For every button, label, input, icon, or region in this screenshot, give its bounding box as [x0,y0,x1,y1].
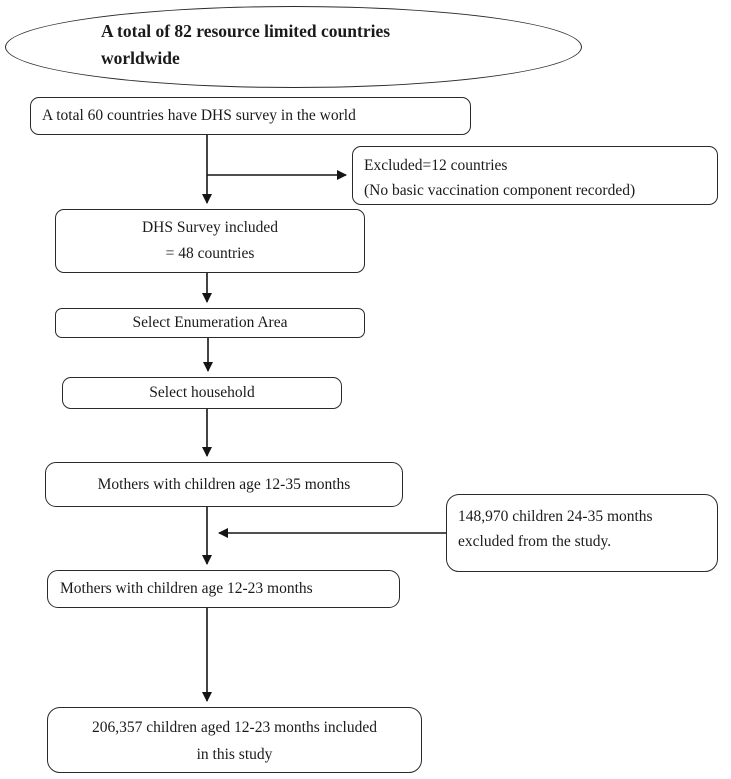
node-included-study: 206,357 children aged 12-23 months inclu… [47,707,422,773]
ellipse-line1: A total of 82 resource limited countries [101,21,391,41]
node-mothers-12-35-label: Mothers with children age 12-35 months [97,475,351,493]
node-household: Select household [62,377,342,409]
node-enumeration-area: Select Enumeration Area [55,308,365,338]
node-excluded-children: 148,970 children 24-35 months excluded f… [446,494,718,572]
node-excluded-countries-line2: (No basic vaccination component recorded… [364,182,636,199]
node-dhs-included: DHS Survey included = 48 countries [55,209,365,273]
node-excluded-countries: Excluded=12 countries (No basic vaccinat… [352,146,718,205]
node-dhs-included-line2: = 48 countries [165,245,255,262]
node-mothers-12-23: Mothers with children age 12-23 months [47,570,400,608]
node-dhs-world-label: A total 60 countries have DHS survey in … [42,107,356,125]
node-excluded-children-line1: 148,970 children 24-35 months [458,508,653,525]
ellipse-line2: worldwide [101,48,180,68]
node-included-study-line1: 206,357 children aged 12-23 months inclu… [92,719,377,736]
ellipse-text: A total of 82 resource limited countries… [101,18,541,72]
node-excluded-countries-line1: Excluded=12 countries [364,157,508,174]
node-included-study-line2: in this study [196,746,273,763]
node-total-countries-ellipse: A total of 82 resource limited countries… [5,6,582,88]
node-mothers-12-23-label: Mothers with children age 12-23 months [60,580,313,598]
node-dhs-world: A total 60 countries have DHS survey in … [30,97,471,135]
node-mothers-12-35: Mothers with children age 12-35 months [45,462,403,507]
node-enumeration-area-label: Select Enumeration Area [132,314,288,332]
node-household-label: Select household [149,384,255,402]
node-excluded-children-line2: excluded from the study. [458,533,612,550]
node-dhs-included-line1: DHS Survey included [141,219,279,236]
